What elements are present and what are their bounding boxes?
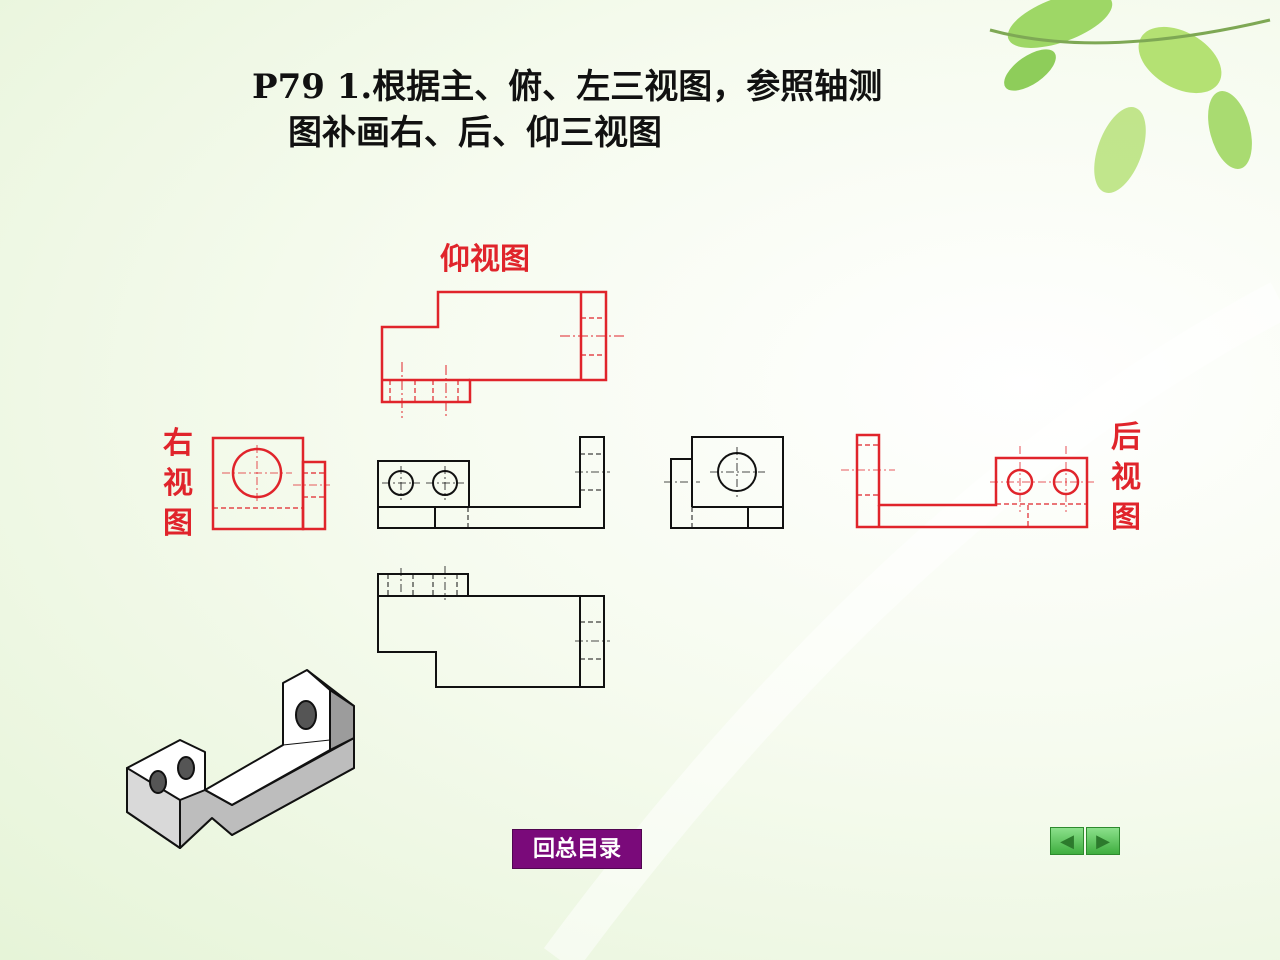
rear-view-label-char: 后: [1111, 420, 1141, 455]
right-view-label-char: 右: [163, 426, 193, 461]
isometric-view: [126, 669, 355, 849]
home-menu-button[interactable]: 回总目录: [512, 829, 642, 869]
rear-view: [841, 433, 1095, 529]
right-view-label-char: 图: [163, 506, 193, 541]
right-view: [211, 436, 330, 531]
page-title: P79 1.根据主、俯、左三视图，参照轴测 图补画右、后、仰三视图: [252, 64, 882, 156]
left-view: [664, 436, 784, 529]
title-line-1: P79 1.根据主、俯、左三视图，参照轴测: [252, 67, 883, 107]
front-view: [377, 436, 610, 529]
rear-view-label: 后 视 图: [1109, 418, 1143, 538]
rear-view-label-char: 图: [1111, 500, 1141, 535]
top-view: [377, 566, 610, 688]
slide-navigation: ◀ ▶: [1050, 827, 1120, 855]
triangle-right-icon: ▶: [1096, 830, 1110, 852]
leaves-decoration: [989, 0, 1271, 193]
bottom-view-label: 仰视图: [440, 242, 530, 277]
right-view-label: 右 视 图: [161, 424, 195, 544]
next-slide-button[interactable]: ▶: [1086, 827, 1120, 855]
title-line-2: 图补画右、后、仰三视图: [288, 113, 662, 153]
bottom-view: [380, 290, 627, 418]
rear-view-label-char: 视: [1111, 460, 1141, 495]
right-view-label-char: 视: [163, 466, 193, 501]
triangle-left-icon: ◀: [1060, 830, 1074, 852]
previous-slide-button[interactable]: ◀: [1050, 827, 1084, 855]
